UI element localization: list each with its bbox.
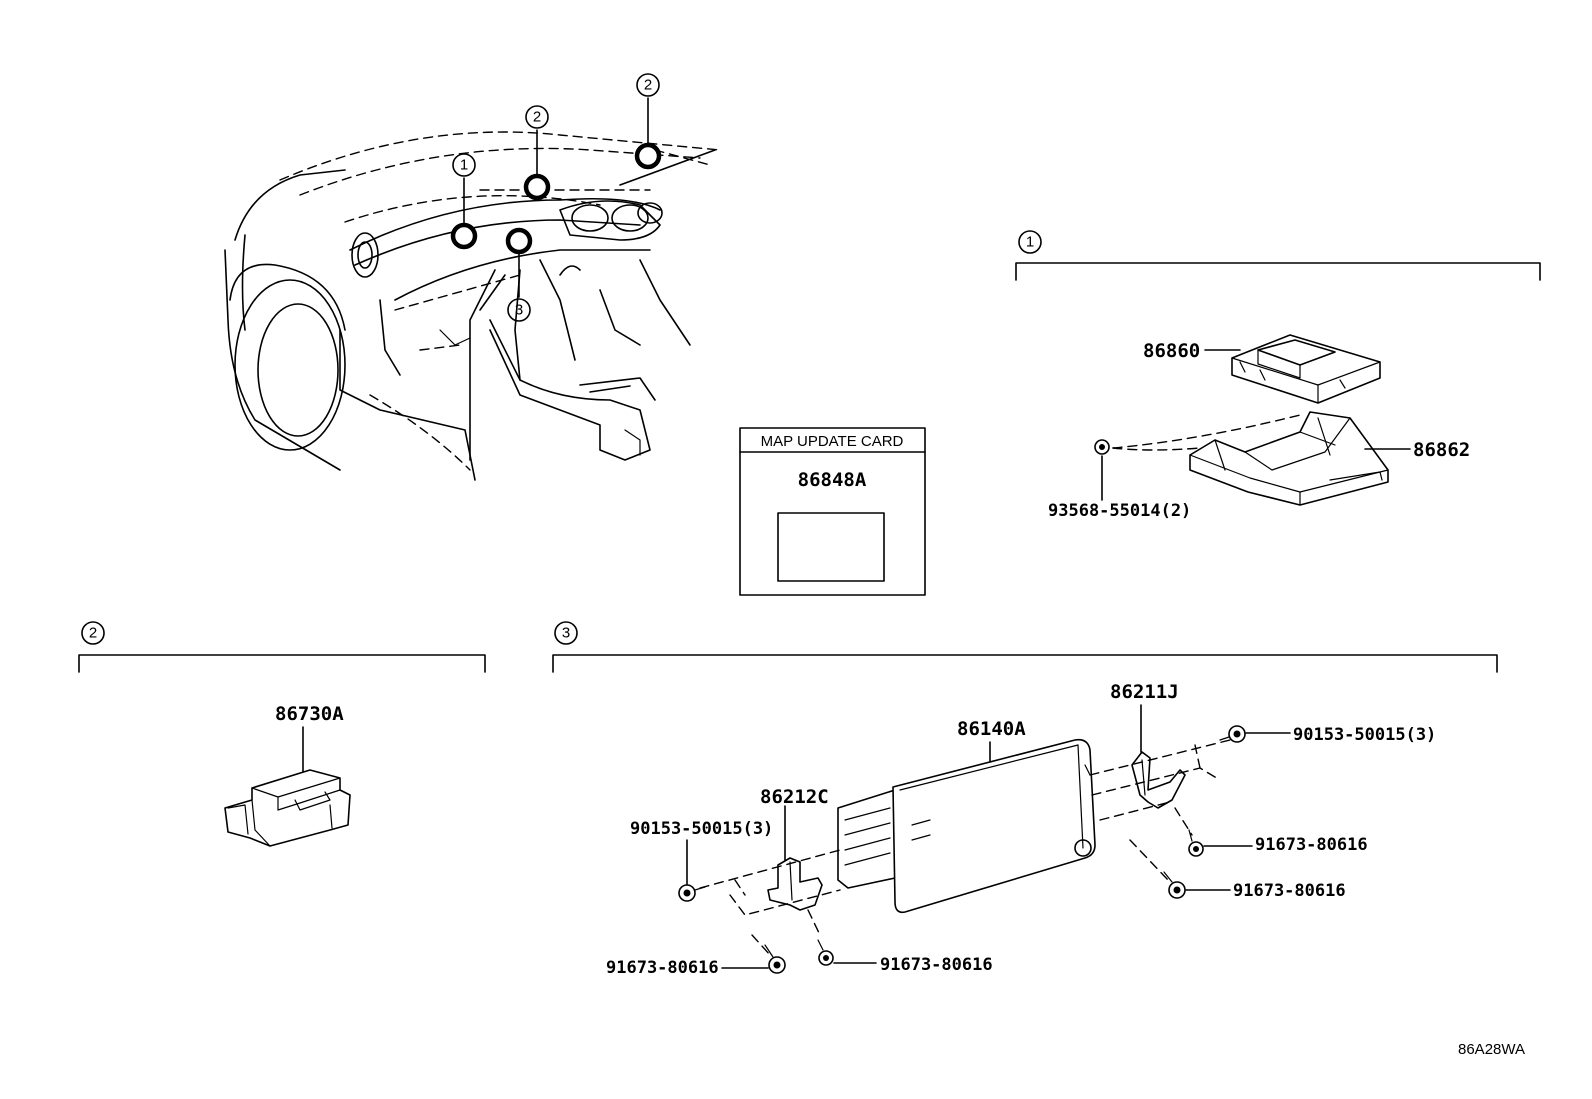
module-86730A-drawing [224, 769, 351, 847]
screw-91673-b1-icon [764, 944, 786, 974]
part-91673-80616-r1-label: 91673-80616 [1255, 835, 1368, 855]
part-86730A-label: 86730A [275, 703, 344, 725]
diagram-code: 86A28WA [1458, 1041, 1525, 1058]
part-86862-label: 86862 [1413, 439, 1470, 461]
location-marker-1: 1 [460, 157, 468, 174]
nut-93568-icon [1094, 439, 1110, 455]
location-marker-3: 3 [515, 302, 523, 319]
bracket-86212C-drawing [767, 857, 823, 911]
section-3: 3 86140A 86211J 86212C [552, 621, 1498, 978]
section-1-marker: 1 [1026, 234, 1034, 251]
screw-91673-r1-icon [1188, 829, 1204, 857]
part-91673-80616-b1-label: 91673-80616 [606, 958, 719, 978]
bracket-86862-drawing [1189, 411, 1389, 506]
section-2-marker: 2 [89, 625, 97, 642]
map-update-card-box: MAP UPDATE CARD 86848A [739, 427, 926, 596]
location-marker-2b: 2 [644, 77, 652, 94]
part-90153-50015-left-label: 90153-50015(3) [630, 819, 773, 839]
screw-91673-r2-icon [1163, 871, 1186, 899]
bracket-86211J-drawing [1131, 751, 1186, 809]
location-dot-1 [450, 222, 478, 250]
map-update-card-title: MAP UPDATE CARD [761, 433, 904, 450]
part-93568-55014-label: 93568-55014(2) [1048, 501, 1191, 521]
location-dot-3 [505, 227, 533, 255]
location-dot-2a [523, 173, 551, 201]
section-2: 2 86730A [78, 621, 486, 847]
bolt-90153-right-icon [1219, 725, 1246, 743]
part-86848A-label: 86848A [798, 469, 867, 491]
map-card-icon [777, 512, 885, 582]
ecu-86860-drawing [1231, 334, 1381, 404]
section-3-marker: 3 [562, 625, 570, 642]
section-1: 1 86860 86862 93568 [1015, 230, 1541, 521]
part-91673-80616-r2-label: 91673-80616 [1233, 881, 1346, 901]
part-90153-50015-right-label: 90153-50015(3) [1293, 725, 1436, 745]
part-86212C-label: 86212C [760, 786, 829, 808]
car-interior-illustration: 1 2 2 3 [224, 73, 721, 481]
head-unit-86140A-drawing [837, 738, 1096, 914]
bolt-90153-left-icon [678, 884, 706, 902]
location-dot-2b [634, 142, 662, 170]
location-marker-2a: 2 [533, 109, 541, 126]
part-91673-80616-b2-label: 91673-80616 [880, 955, 993, 975]
part-86860-label: 86860 [1143, 340, 1200, 362]
screw-91673-b2-icon [817, 939, 834, 966]
part-86211J-label: 86211J [1110, 681, 1179, 703]
part-86140A-label: 86140A [957, 718, 1026, 740]
